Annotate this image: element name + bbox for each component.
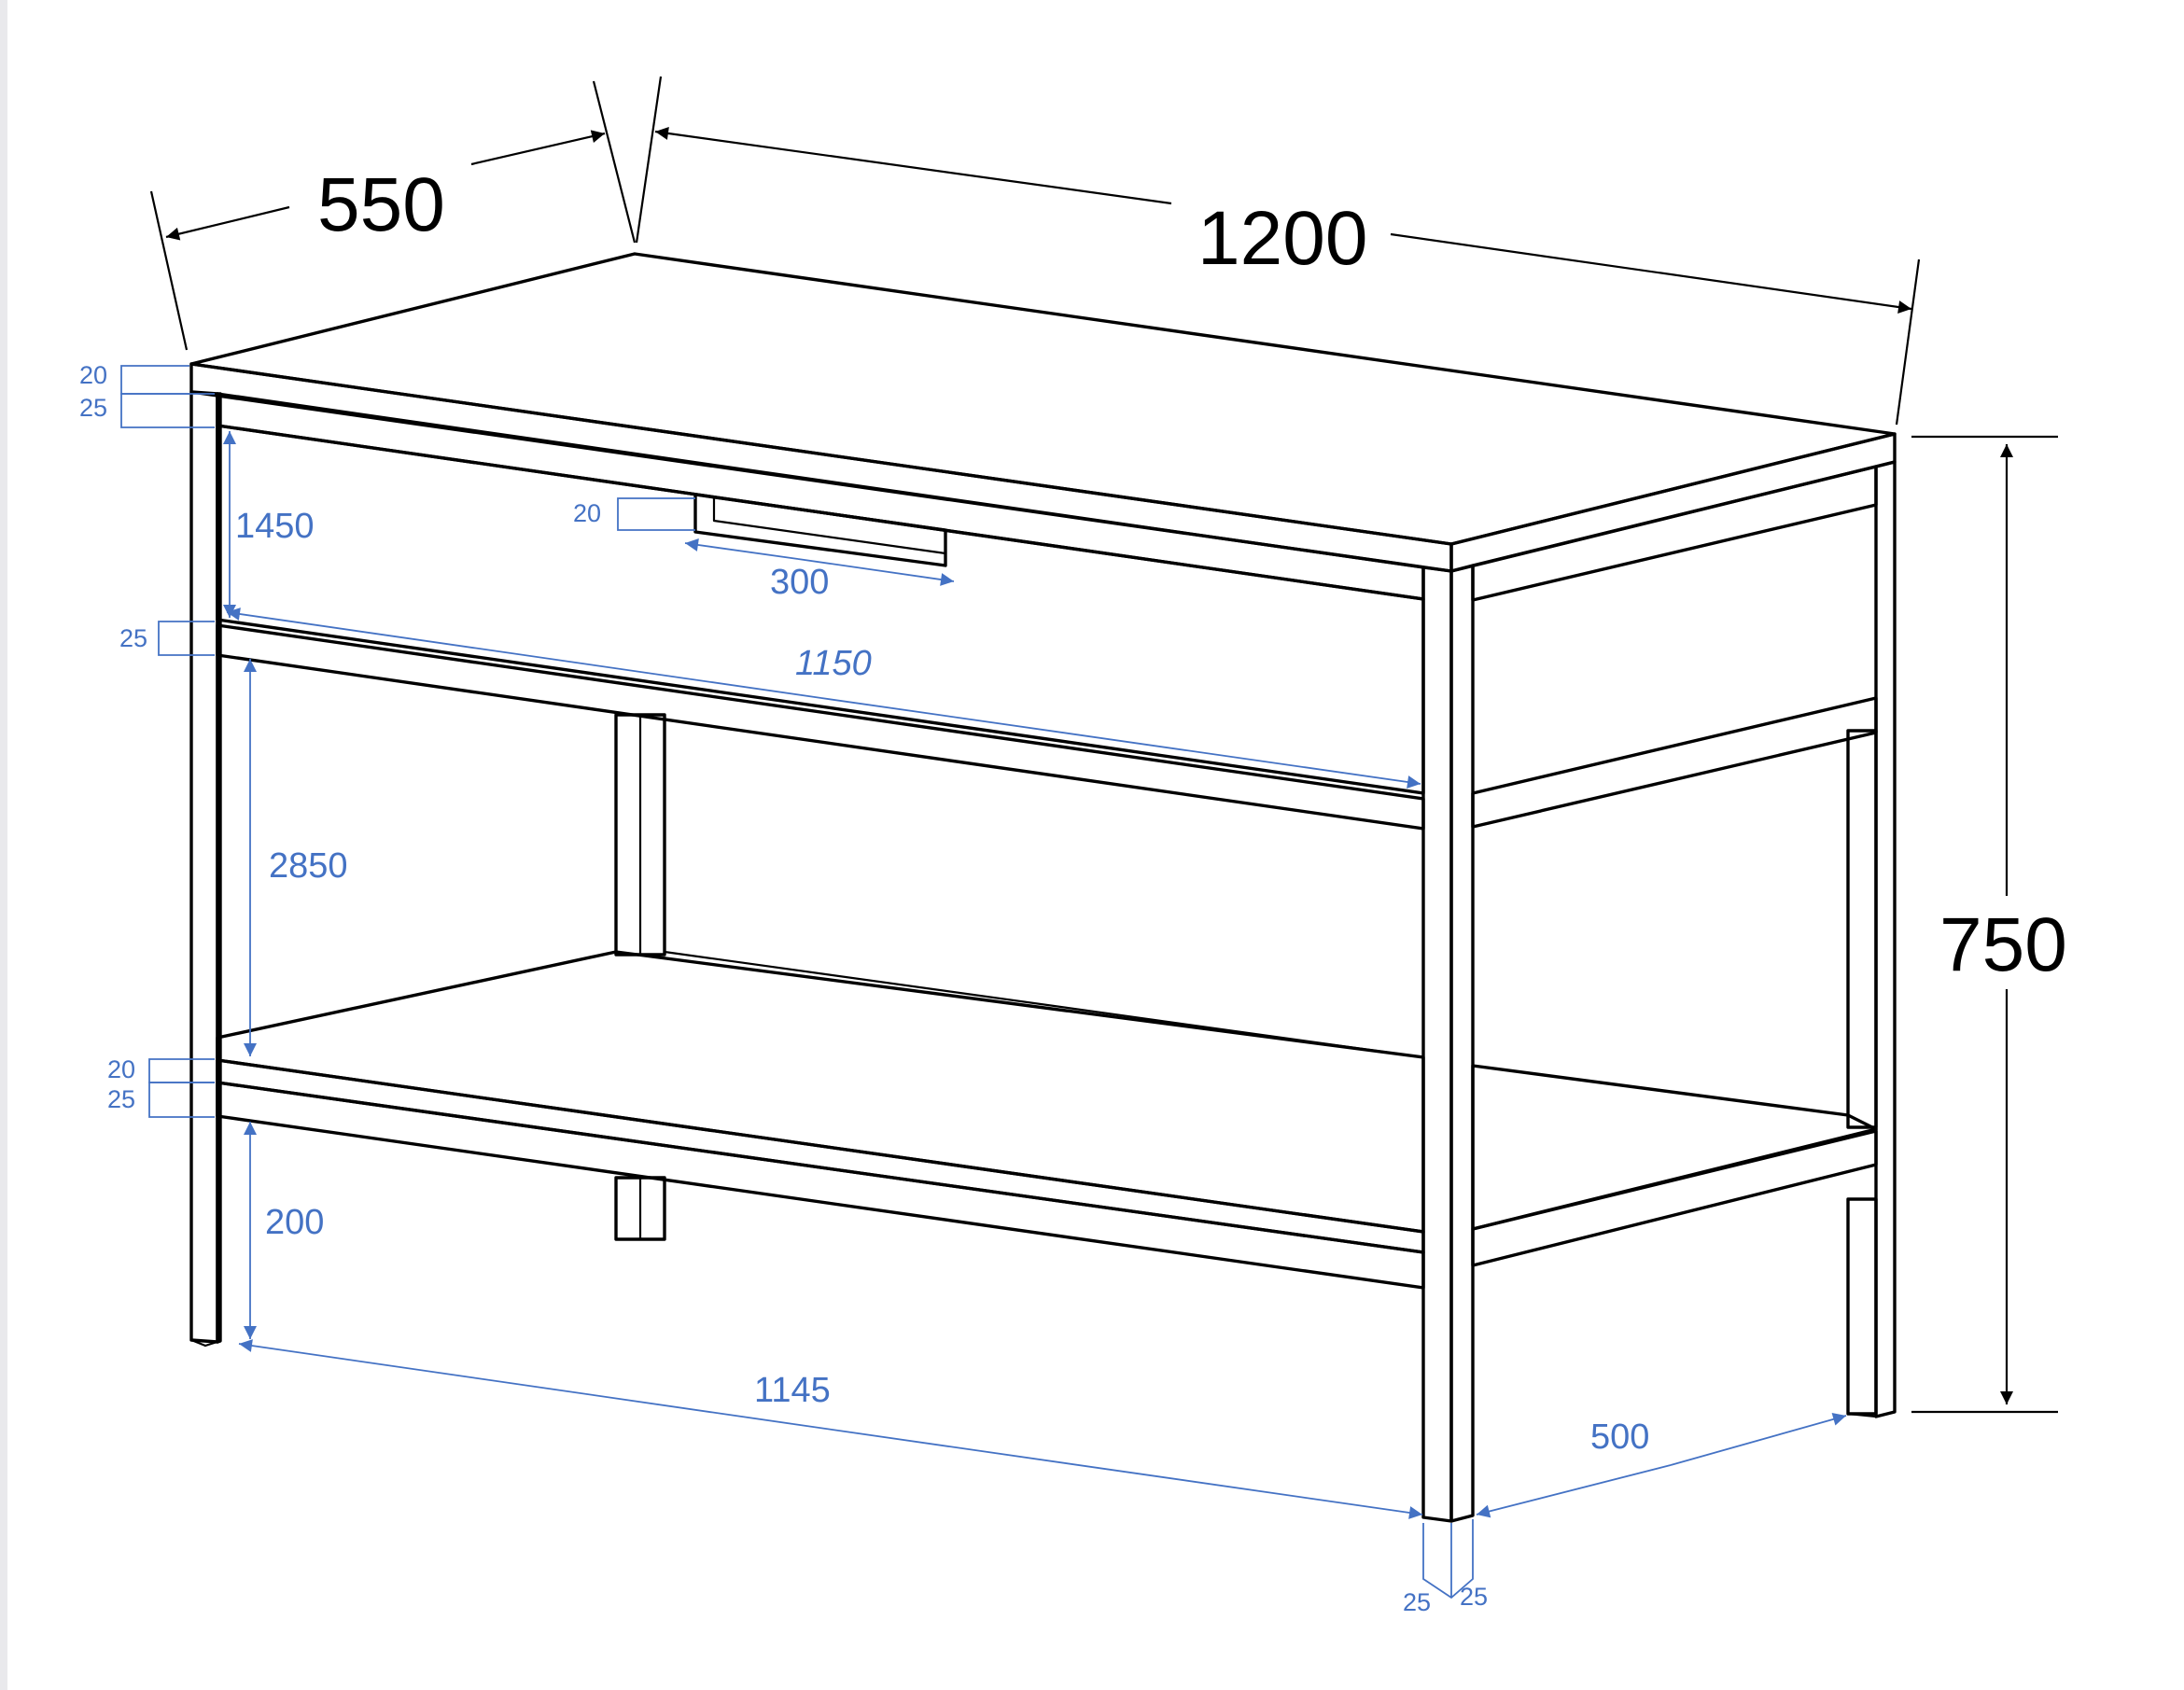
top-rail-side bbox=[1471, 465, 1878, 602]
shelf-front-edge bbox=[216, 1058, 1425, 1254]
tabletop-front-edge bbox=[189, 362, 1453, 573]
dim-leg-span-width: 1145 bbox=[754, 1371, 831, 1410]
tabletop-side-edge bbox=[1449, 432, 1897, 573]
dim-top-thickness: 20 bbox=[79, 361, 107, 389]
dim-mid-rail: 25 bbox=[119, 624, 147, 652]
leg-side-right bbox=[1846, 460, 1897, 1418]
leg-front-right bbox=[1421, 564, 1475, 1523]
bottom-rail-front bbox=[216, 1081, 1425, 1290]
leg-back-left bbox=[614, 713, 666, 1241]
dim-inner-width: 1150 bbox=[795, 644, 872, 683]
dim-leg-span-depth: 500 bbox=[1590, 1418, 1649, 1457]
dim-handle-height: 20 bbox=[573, 499, 601, 527]
dim-width-label: 1200 bbox=[1197, 196, 1367, 281]
dim-shelf-thickness: 20 bbox=[107, 1055, 135, 1083]
dim-handle-width: 300 bbox=[770, 563, 829, 602]
mid-rail-side bbox=[1471, 696, 1878, 829]
dim-leg-size-b: 25 bbox=[1460, 1583, 1488, 1611]
dim-leg-clearance: 200 bbox=[265, 1203, 324, 1242]
overall-dimensions: 550 1200 750 bbox=[149, 76, 2067, 1414]
mid-rail-front bbox=[216, 623, 1425, 831]
dim-drawer-height: 1450 bbox=[235, 507, 315, 546]
dim-shelf-rail: 25 bbox=[107, 1085, 135, 1113]
page-frame-edge bbox=[0, 0, 7, 1690]
dim-leg-size-a: 25 bbox=[1403, 1588, 1431, 1616]
bottom-rail-side bbox=[1471, 1129, 1878, 1267]
bottom-shelf-side bbox=[1471, 1064, 1878, 1231]
cabinet-drawing bbox=[189, 252, 1897, 1523]
bottom-shelf-surface bbox=[216, 950, 1425, 1234]
dim-open-height: 2850 bbox=[269, 846, 348, 886]
dim-top-rail: 25 bbox=[79, 394, 107, 422]
drawer-handle bbox=[693, 493, 947, 567]
drawer-front bbox=[216, 424, 1425, 795]
dim-height-label: 750 bbox=[1939, 902, 2067, 987]
dim-depth-label: 550 bbox=[317, 162, 445, 247]
detail-dimensions: 20 25 1450 25 20 300 1150 2850 20 25 200 bbox=[79, 361, 1847, 1616]
leg-back-right bbox=[1846, 729, 1878, 1416]
